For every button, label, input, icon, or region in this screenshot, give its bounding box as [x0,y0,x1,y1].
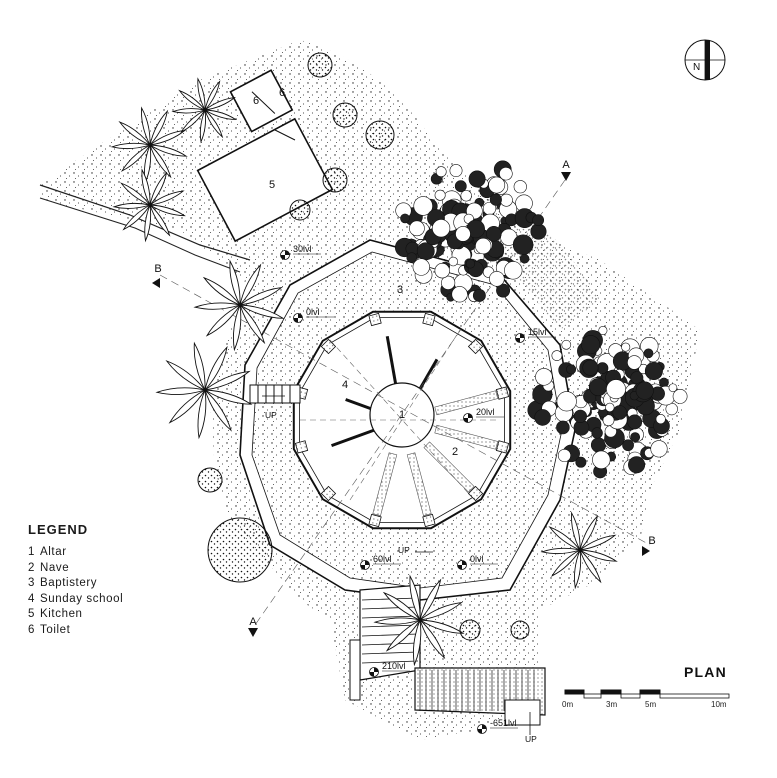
legend-item-number: 3 [28,577,35,589]
legend-item-label: Nave [40,561,70,574]
up-label-west: UP [265,410,277,420]
level-label-yard: 0lvl [470,554,484,564]
tree-canopy-north [394,160,688,479]
west-entry [249,384,301,404]
shrubs [197,52,530,641]
room-number-kitchen: 5 [269,179,275,191]
legend-item-label: Sunday school [40,592,124,605]
level-marker-kitchen: 30lvl [280,244,321,260]
level-marker-entrance: 0lvl [293,307,334,323]
north-label: N [693,62,700,73]
legend-item: 4 Sunday school [28,592,123,608]
room-number-sunday-school: 4 [342,379,348,391]
scale-label-0: 0m [562,700,574,709]
room-number-altar: 1 [399,409,405,421]
plan-title: PLAN [684,664,727,680]
level-label-porch: 60lvl [373,554,392,564]
scale-bar [564,689,730,699]
palm-plants [110,77,618,667]
legend: LEGEND 1 Altar 2 Nave 3 Baptistery 4 Sunday sch… [28,522,123,638]
level-marker-nave: 20lvl [463,407,504,423]
level-label-stair: 210lvl [382,661,406,671]
church-building [292,310,512,530]
level-label-base: -651lvl [490,718,517,728]
up-label-south: UP [398,545,410,555]
legend-item: 5 Kitchen [28,607,123,623]
room-number-nave: 2 [452,446,458,458]
north-arrow-icon: N [684,39,726,81]
level-marker-base: -651lvl [477,718,518,734]
level-label-baptistery: 15lvl [528,327,547,337]
section-lines [159,179,651,626]
section-mark-b-right: B [648,535,655,547]
altar-circle [369,382,435,448]
section-mark-a-bottom: A [249,616,257,628]
legend-item-label: Baptistery [40,577,98,589]
level-marker-porch: 60lvl [360,554,401,570]
level-marker-stair: 210lvl [369,661,410,677]
legend-item-number: 4 [28,592,35,605]
kitchen-building [196,69,334,243]
legend-item: 3 Baptistery [28,576,123,592]
up-label-bottom: UP [525,734,537,744]
legend-item: 1 Altar [28,545,123,561]
legend-item-number: 2 [28,561,35,574]
legend-item-number: 6 [28,623,35,636]
section-mark-a-top: A [562,159,570,171]
legend-item-number: 5 [28,608,35,620]
room-number-toilet-left: 6 [253,95,259,107]
room-number-baptistery: 3 [397,284,403,296]
level-marker-baptistery: 15lvl [515,327,556,343]
scale-label-10: 10m [711,700,727,709]
scale-label-3: 3m [606,700,618,709]
level-label-entrance: 0lvl [306,307,320,317]
legend-item-label: Toilet [40,623,71,636]
room-number-toilet-right: 6 [279,87,285,99]
level-marker-yard: 0lvl [457,554,498,570]
legend-item-label: Altar [40,546,67,558]
legend-item: 2 Nave [28,561,123,577]
legend-item: 6 Toilet [28,623,123,639]
level-label-kitchen: 30lvl [293,244,312,254]
section-mark-b-left: B [154,263,161,275]
legend-list: 1 Altar 2 Nave 3 Baptistery 4 Sunday school 5 Kit… [28,545,123,638]
legend-item-label: Kitchen [40,608,83,620]
legend-item-number: 1 [28,546,35,558]
legend-title: LEGEND [28,522,89,537]
level-label-nave: 20lvl [476,407,495,417]
level-markers: 30lvl 0lvl 15lvl 20lvl 60lvl 0lvl 210lvl -651lv… [280,244,556,734]
scale-label-5: 5m [645,700,657,709]
